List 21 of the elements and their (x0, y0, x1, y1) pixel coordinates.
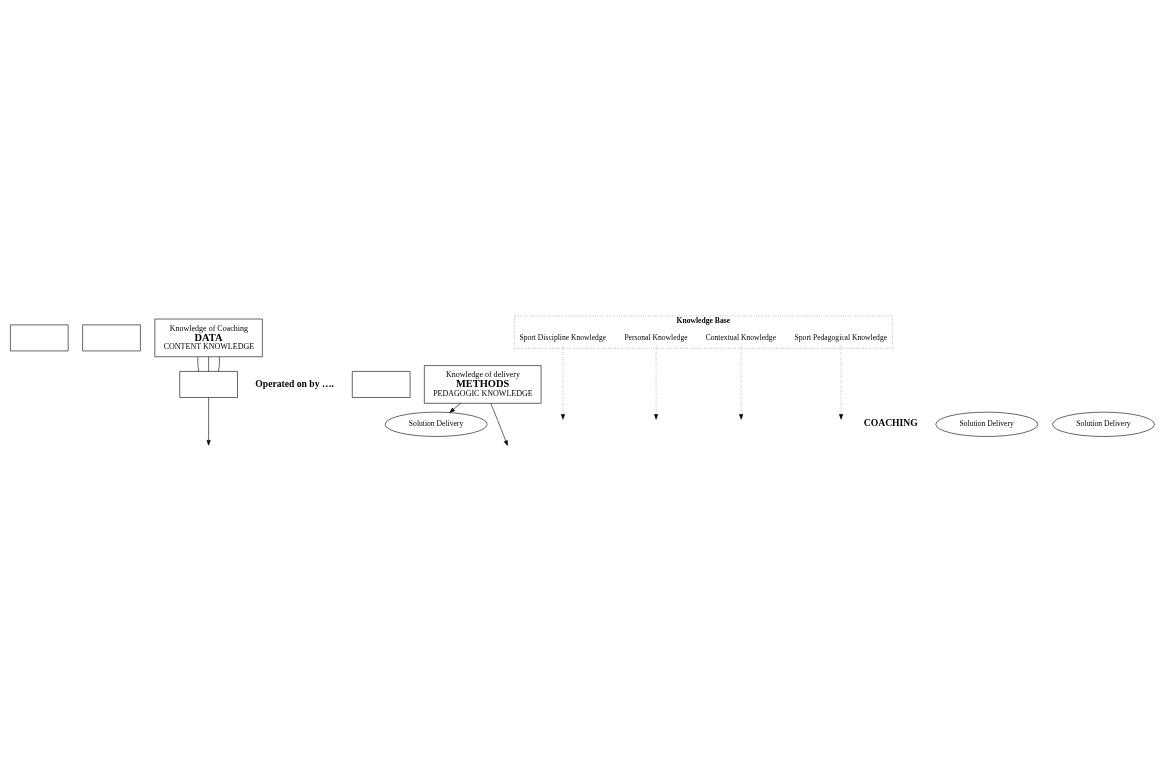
node-text: Sport Pedagogical Knowledge (794, 332, 888, 342)
node-ellipse: Solution Delivery (1052, 411, 1155, 437)
label: COACHING (863, 417, 918, 429)
node-text: Sport Discipline Knowledge (519, 332, 607, 342)
node-ellipse: Solution Delivery (935, 411, 1039, 437)
node-box (10, 324, 69, 352)
node-ellipse: Solution Delivery (384, 411, 488, 437)
node-text: Personal Knowledge (624, 332, 688, 342)
node-text: Contextual Knowledge (705, 332, 777, 342)
label: Operated on by …. (255, 377, 334, 389)
arrow (839, 344, 844, 420)
node-box: Knowledge of delivery METHODS PEDAGOGIC KNOWLEDGE (424, 365, 542, 404)
node-box (352, 371, 411, 398)
arrow (206, 397, 211, 446)
node-box (179, 371, 238, 398)
arrow (490, 403, 508, 446)
arrow (654, 344, 659, 420)
arrow (739, 344, 744, 420)
node-box: Knowledge of Coaching DATA CONTENT KNOWLEDGE (154, 318, 263, 358)
arrow (449, 403, 461, 413)
node-box (82, 324, 141, 352)
